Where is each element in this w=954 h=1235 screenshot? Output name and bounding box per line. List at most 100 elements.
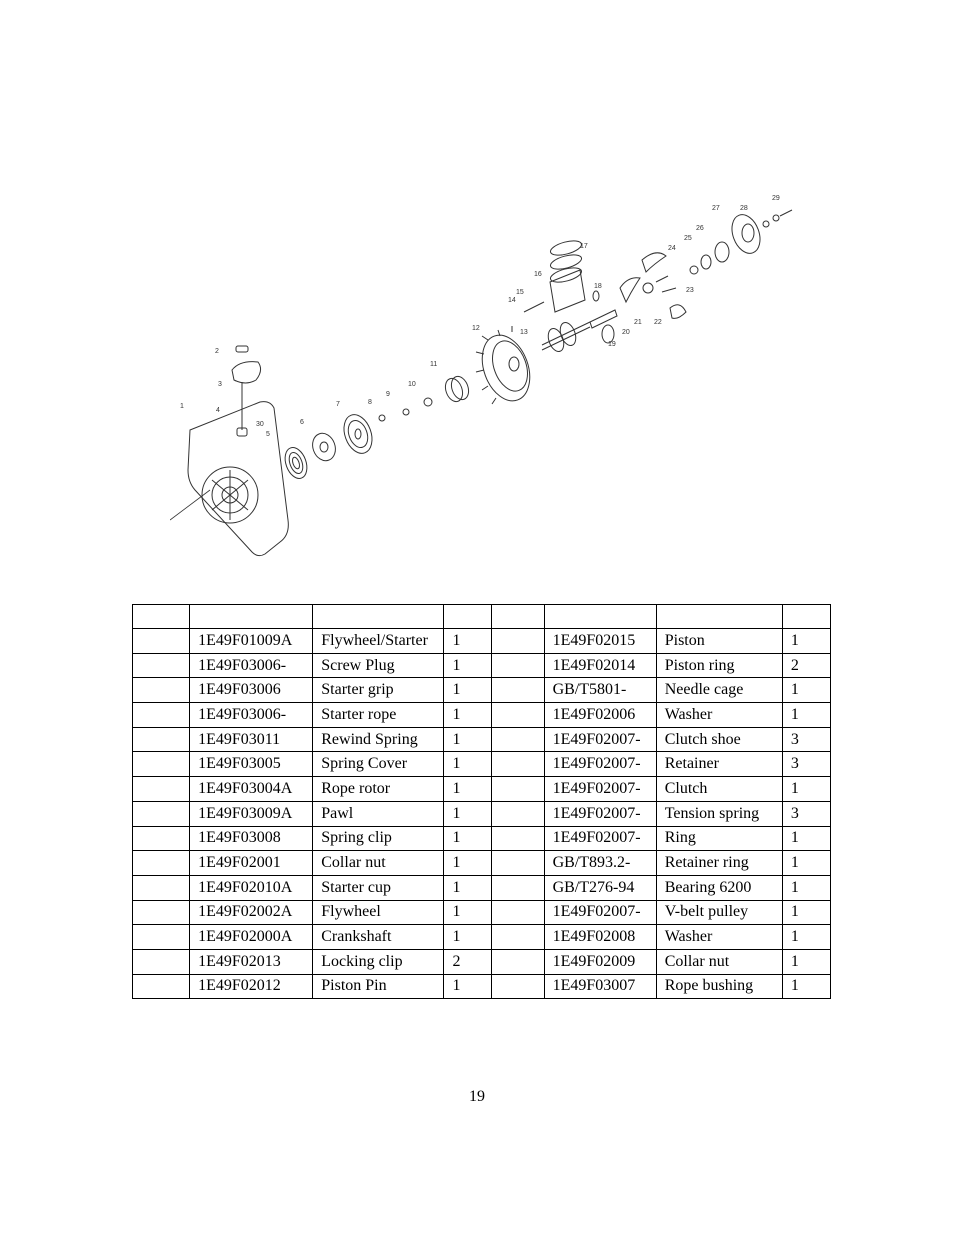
part-code-cell: 1E49F02009 (543, 948, 657, 975)
item-number-cell (131, 899, 191, 926)
description-cell: Rope rotor (312, 776, 445, 802)
description-cell: Piston ring (655, 652, 783, 679)
callout-12: 12 (472, 325, 480, 332)
callout-23: 23 (686, 287, 694, 294)
item-number-cell (131, 973, 191, 1000)
part-code-cell: 1E49F02006 (543, 702, 657, 728)
callout-3: 3 (218, 381, 222, 388)
piston-assembly (523, 240, 586, 313)
part-code-cell: 1E49F02007- (543, 899, 657, 926)
item-number-cell (131, 628, 191, 654)
quantity-cell: 1 (781, 924, 832, 950)
quantity-cell: 1 (781, 628, 832, 654)
callout-17: 17 (580, 243, 588, 250)
quantity-cell: 1 (781, 702, 832, 728)
item-number-cell (490, 825, 545, 852)
quantity-cell: 1 (443, 800, 492, 827)
item-number-cell (131, 726, 191, 753)
part-code-cell: 1E49F03006- (189, 652, 314, 679)
callout-18: 18 (594, 283, 602, 290)
description-cell: Piston (655, 628, 783, 654)
description-cell: Clutch (655, 776, 783, 802)
callout-9: 9 (386, 391, 390, 398)
quantity-cell: 1 (443, 751, 492, 778)
item-number-cell (490, 702, 545, 728)
quantity-cell: 1 (443, 677, 492, 704)
part-code-cell: 1E49F03009A (189, 800, 314, 827)
flywheel (475, 326, 531, 405)
quantity-cell: 1 (781, 850, 832, 876)
rope-rotor (343, 414, 373, 454)
part-code-cell: 1E49F02000A (189, 924, 314, 950)
pawl-and-clip (378, 397, 433, 422)
description-cell: Retainer (655, 751, 783, 778)
header-cell (443, 604, 492, 629)
quantity-cell: 1 (443, 924, 492, 950)
part-code-cell: 1E49F02001 (189, 850, 314, 876)
part-code-cell: 1E49F03005 (189, 751, 314, 778)
callout-27: 27 (712, 205, 720, 212)
callout-24: 24 (668, 245, 676, 252)
description-cell: Rope bushing (655, 973, 783, 1000)
quantity-cell: 1 (443, 850, 492, 876)
page-number: 19 (469, 1088, 485, 1105)
description-cell: Flywheel/Starter (312, 628, 445, 654)
item-number-cell (490, 652, 545, 679)
quantity-cell: 3 (781, 726, 832, 753)
callout-1: 1 (180, 403, 184, 410)
callout-26: 26 (696, 225, 704, 232)
description-cell: Starter grip (312, 677, 445, 704)
callout-28: 28 (740, 205, 748, 212)
item-number-cell (490, 800, 545, 827)
item-number-cell (131, 924, 191, 950)
description-cell: Pawl (312, 800, 445, 827)
callout-8: 8 (368, 399, 372, 406)
description-cell: Starter rope (312, 702, 445, 728)
description-cell: Rewind Spring (312, 726, 445, 753)
description-cell: Collar nut (655, 948, 783, 975)
quantity-cell: 1 (443, 973, 492, 1000)
part-code-cell: 1E49F03006- (189, 702, 314, 728)
quantity-cell: 1 (781, 948, 832, 975)
callout-30: 30 (256, 421, 264, 428)
description-cell: Ring (655, 825, 783, 852)
description-cell: Starter cup (312, 874, 445, 901)
callout-21: 21 (634, 319, 642, 326)
quantity-cell: 2 (443, 948, 492, 975)
item-number-cell (131, 800, 191, 827)
part-code-cell: 1E49F03006 (189, 677, 314, 704)
item-number-cell (131, 948, 191, 975)
item-number-cell (131, 751, 191, 778)
part-code-cell: 1E49F02012 (189, 973, 314, 1000)
callout-15: 15 (516, 289, 524, 296)
description-cell: Piston Pin (312, 973, 445, 1000)
callout-labels: 1 2 3 4 5 6 7 8 9 10 11 12 13 14 15 16 1… (180, 195, 780, 438)
item-number-cell (490, 628, 545, 654)
header-cell (490, 604, 545, 629)
item-number-cell (490, 776, 545, 802)
description-cell: Needle cage (655, 677, 783, 704)
part-code-cell: 1E49F02002A (189, 899, 314, 926)
part-code-cell: 1E49F02007- (543, 726, 657, 753)
quantity-cell: 1 (443, 825, 492, 852)
description-cell: Washer (655, 924, 783, 950)
callout-7: 7 (336, 401, 340, 408)
quantity-cell: 1 (443, 899, 492, 926)
item-number-cell (131, 702, 191, 728)
description-cell: Washer (655, 702, 783, 728)
item-number-cell (131, 825, 191, 852)
header-cell (543, 604, 657, 629)
callout-19: 19 (608, 341, 616, 348)
crankshaft (541, 309, 618, 353)
callout-5: 5 (266, 431, 270, 438)
item-number-cell (490, 677, 545, 704)
clutch-assembly (592, 252, 687, 344)
callout-6: 6 (300, 419, 304, 426)
quantity-cell: 1 (781, 677, 832, 704)
item-number-cell (131, 874, 191, 901)
